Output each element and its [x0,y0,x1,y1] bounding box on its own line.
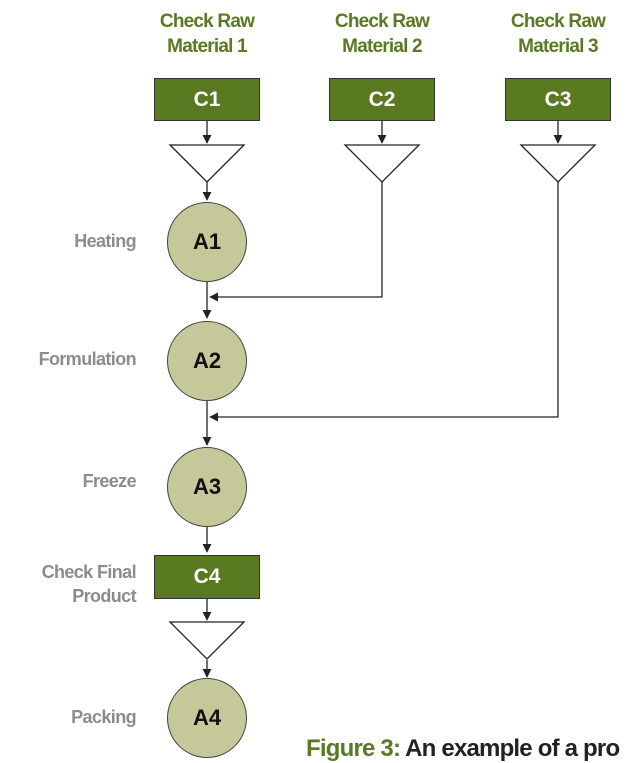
check-box-c4: C4 [154,555,260,599]
inspection-triangle-2 [343,144,421,183]
header-material-2-line2: Material 2 [342,36,422,57]
activity-circle-a4: A4 [167,678,247,758]
step-label-freeze: Freeze [82,471,137,491]
step-label-check-final-product: Check Final Product [0,560,137,608]
inspection-triangle-3 [519,144,597,183]
step-label-formulation: Formulation [38,349,137,369]
check-box-c1: C1 [154,78,260,121]
step-label-heating: Heating [74,231,136,251]
activity-circle-a1: A1 [167,202,247,282]
header-material-3: Check Raw Material 3 [498,9,618,59]
header-material-3-line2: Material 3 [518,36,598,57]
figure-caption: Figure 3: An example of a pro [306,735,620,763]
header-material-2: Check Raw Material 2 [322,9,442,59]
activity-circle-a3: A3 [167,447,247,527]
header-material-1: Check Raw Material 1 [147,9,267,59]
header-material-3-line1: Check Raw [510,11,606,32]
feed-material3 [209,182,559,422]
step-label-check-final-line1: Check Final [41,562,137,582]
step-label-packing: Packing [71,707,136,727]
inspection-triangle-1 [168,144,246,183]
header-material-2-line1: Check Raw [334,11,430,32]
check-box-c3: C3 [505,78,611,121]
feed-material2 [209,182,383,302]
header-material-1-line2: Material 1 [167,36,247,57]
activity-circle-a2: A2 [167,321,247,401]
inspection-triangle-4 [168,621,246,660]
step-label-check-final-line2: Product [72,586,136,606]
header-material-1-line1: Check Raw [159,11,255,32]
check-box-c2: C2 [329,78,435,121]
